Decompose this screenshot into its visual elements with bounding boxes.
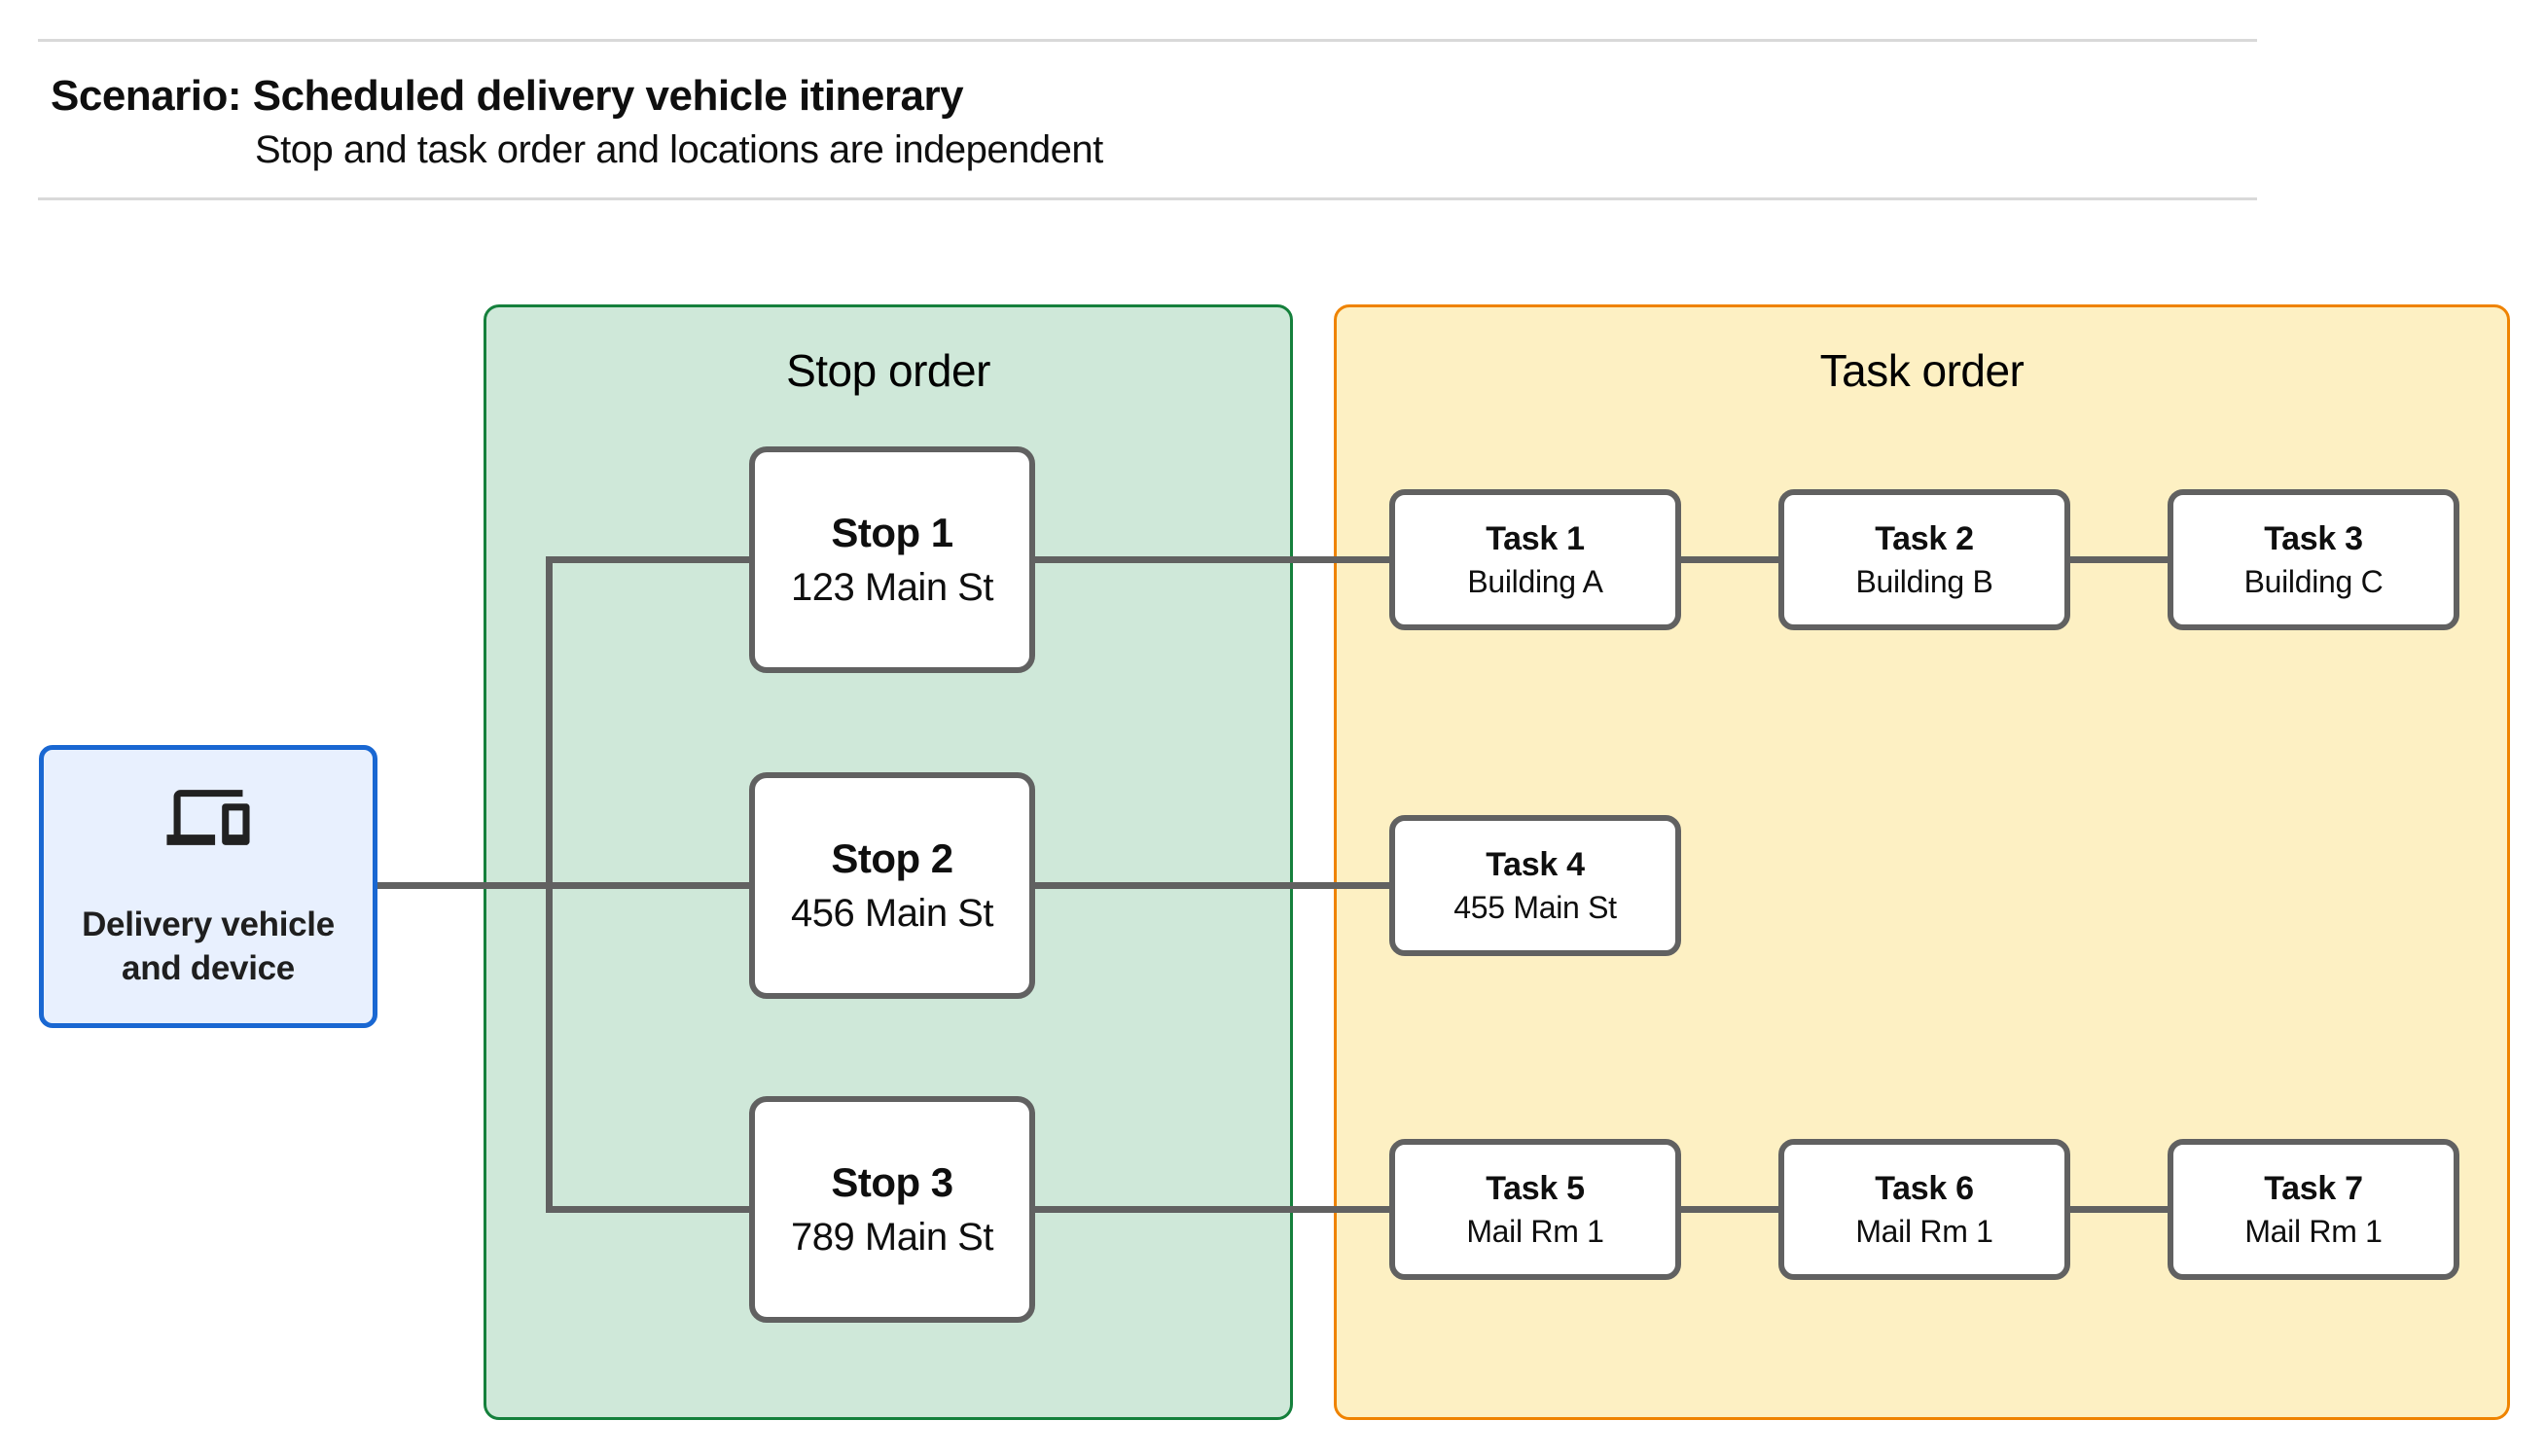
- task-3-node: Task 3 Building C: [2168, 489, 2459, 630]
- stop-location: 789 Main St: [791, 1216, 993, 1259]
- connector-task6-to-task7: [2070, 1206, 2168, 1213]
- task-name: Task 6: [1875, 1169, 1974, 1207]
- task-2-node: Task 2 Building B: [1778, 489, 2070, 630]
- task-location: Building B: [1855, 563, 1993, 599]
- connector-stop2-to-task4: [1035, 882, 1389, 889]
- connector-trunk-to-stop3: [546, 1206, 749, 1213]
- connector-stop1-to-task1: [1035, 556, 1389, 563]
- task-name: Task 1: [1486, 519, 1585, 557]
- stop-name: Stop 2: [831, 835, 953, 881]
- connector-stop3-to-task5: [1035, 1206, 1389, 1213]
- task-location: Mail Rm 1: [1855, 1213, 1993, 1249]
- task-location: Building A: [1467, 563, 1603, 599]
- stop-name: Stop 3: [831, 1159, 953, 1205]
- delivery-vehicle-label: Delivery vehicle and device: [82, 905, 335, 987]
- top-divider: [38, 39, 2257, 42]
- task-name: Task 5: [1486, 1169, 1585, 1207]
- stop-3-node: Stop 3 789 Main St: [749, 1096, 1035, 1323]
- stop-order-title: Stop order: [786, 345, 990, 396]
- task-location: Building C: [2243, 563, 2384, 599]
- stop-1-node: Stop 1 123 Main St: [749, 446, 1035, 673]
- task-7-node: Task 7 Mail Rm 1: [2168, 1139, 2459, 1280]
- task-name: Task 7: [2264, 1169, 2363, 1207]
- task-location: Mail Rm 1: [1466, 1213, 1604, 1249]
- scenario-title: Scenario: Scheduled delivery vehicle iti…: [51, 72, 964, 120]
- task-name: Task 3: [2264, 519, 2363, 557]
- delivery-vehicle-node: Delivery vehicle and device: [39, 745, 377, 1028]
- connector-trunk-to-stop1: [546, 556, 749, 563]
- stop-location: 456 Main St: [791, 892, 993, 935]
- task-order-title: Task order: [1819, 345, 2025, 396]
- task-5-node: Task 5 Mail Rm 1: [1389, 1139, 1681, 1280]
- connector-device-to-stop2: [375, 882, 749, 889]
- task-4-node: Task 4 455 Main St: [1389, 815, 1681, 956]
- task-location: 455 Main St: [1453, 889, 1617, 925]
- connector-task5-to-task6: [1681, 1206, 1778, 1213]
- scenario-subtitle: Stop and task order and locations are in…: [255, 128, 1103, 171]
- stop-2-node: Stop 2 456 Main St: [749, 772, 1035, 999]
- task-name: Task 4: [1486, 845, 1585, 883]
- task-location: Mail Rm 1: [2244, 1213, 2383, 1249]
- task-1-node: Task 1 Building A: [1389, 489, 1681, 630]
- task-name: Task 2: [1875, 519, 1974, 557]
- task-6-node: Task 6 Mail Rm 1: [1778, 1139, 2070, 1280]
- stop-name: Stop 1: [831, 510, 953, 555]
- stop-location: 123 Main St: [791, 566, 993, 609]
- bottom-divider: [38, 197, 2257, 200]
- devices-icon: [166, 789, 250, 845]
- connector-task2-to-task3: [2070, 556, 2168, 563]
- connector-task1-to-task2: [1681, 556, 1778, 563]
